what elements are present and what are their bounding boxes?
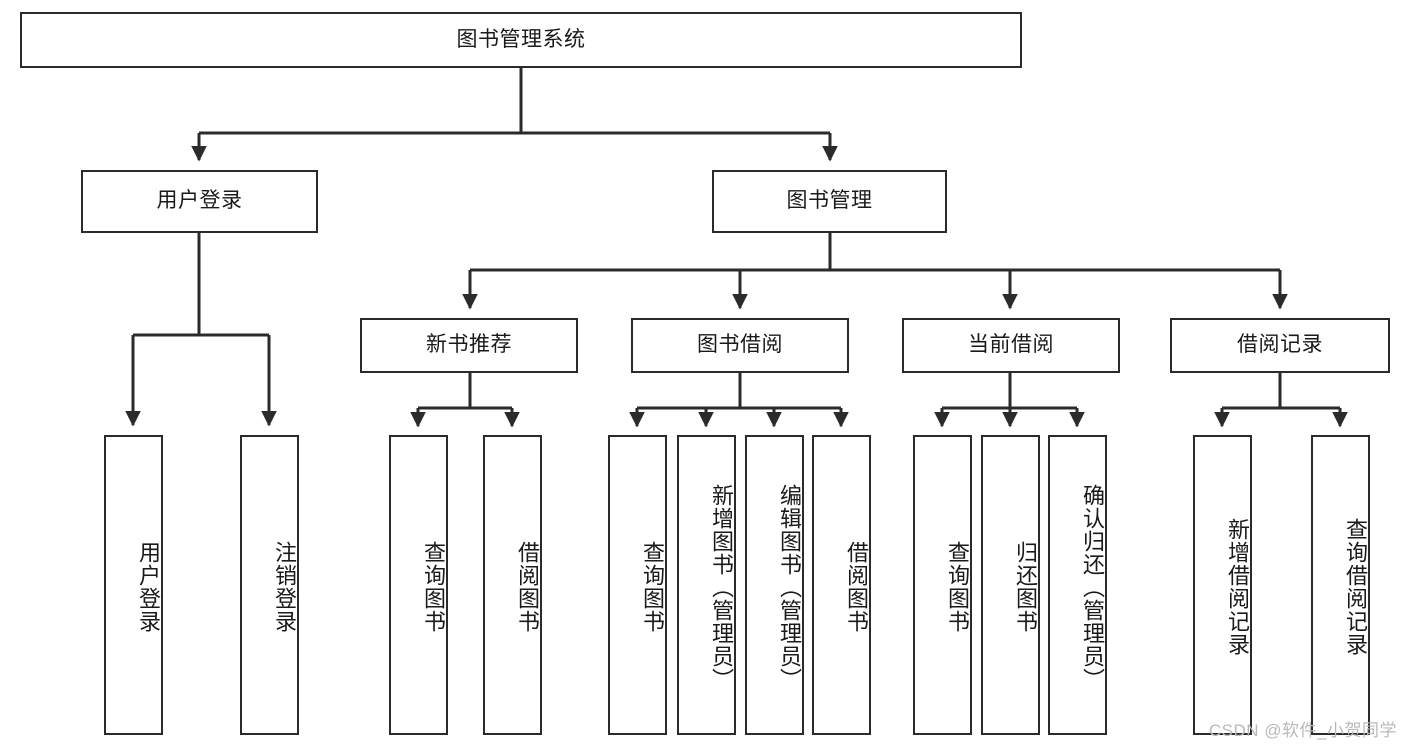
node-label: 用户登录 <box>156 189 243 213</box>
leaf-borrow-book[interactable]: 借阅图书 <box>812 435 871 735</box>
node-label: 借阅图书 <box>844 541 869 633</box>
node-label: 图书管理 <box>786 189 873 213</box>
node-label: 确认归还（管理员） <box>1080 483 1105 691</box>
node-borrow-record[interactable]: 借阅记录 <box>1170 318 1390 373</box>
leaf-return-book[interactable]: 归还图书 <box>981 435 1040 735</box>
node-label: 借阅图书 <box>515 541 540 633</box>
leaf-query-book-current[interactable]: 查询图书 <box>913 435 972 735</box>
node-system-root[interactable]: 图书管理系统 <box>20 12 1022 68</box>
node-label: 借阅记录 <box>1237 333 1323 357</box>
node-user-login[interactable]: 用户登录 <box>81 170 318 233</box>
node-label: 查询图书 <box>421 541 446 633</box>
node-label: 用户登录 <box>136 541 161 633</box>
leaf-confirm-return-admin[interactable]: 确认归还（管理员） <box>1048 435 1107 735</box>
leaf-add-borrow-record[interactable]: 新增借阅记录 <box>1193 435 1252 735</box>
node-book-borrow[interactable]: 图书借阅 <box>631 318 849 373</box>
node-label: 归还图书 <box>1013 541 1038 633</box>
leaf-edit-book-admin[interactable]: 编辑图书（管理员） <box>745 435 804 735</box>
node-label: 查询借阅记录 <box>1343 518 1368 656</box>
leaf-query-book-borrow[interactable]: 查询图书 <box>608 435 667 735</box>
leaf-add-book-admin[interactable]: 新增图书（管理员） <box>677 435 736 735</box>
leaf-query-borrow-record[interactable]: 查询借阅记录 <box>1311 435 1370 735</box>
node-label: 查询图书 <box>945 541 970 633</box>
node-label: 新增图书（管理员） <box>709 483 734 691</box>
node-label: 注销登录 <box>272 541 297 633</box>
node-book-management[interactable]: 图书管理 <box>712 170 947 233</box>
node-label: 新增借阅记录 <box>1225 518 1250 656</box>
node-label: 新书推荐 <box>426 333 512 357</box>
node-label: 图书管理系统 <box>456 27 586 51</box>
node-label: 查询图书 <box>640 541 665 633</box>
leaf-borrow-book-newbook[interactable]: 借阅图书 <box>483 435 542 735</box>
node-label: 当前借阅 <box>968 333 1054 357</box>
node-label: 编辑图书（管理员） <box>777 483 802 691</box>
node-new-book-recommend[interactable]: 新书推荐 <box>360 318 578 373</box>
node-current-borrow[interactable]: 当前借阅 <box>902 318 1120 373</box>
node-label: 图书借阅 <box>697 333 783 357</box>
leaf-query-book-newbook[interactable]: 查询图书 <box>389 435 448 735</box>
leaf-user-login[interactable]: 用户登录 <box>104 435 163 735</box>
leaf-logout[interactable]: 注销登录 <box>240 435 299 735</box>
